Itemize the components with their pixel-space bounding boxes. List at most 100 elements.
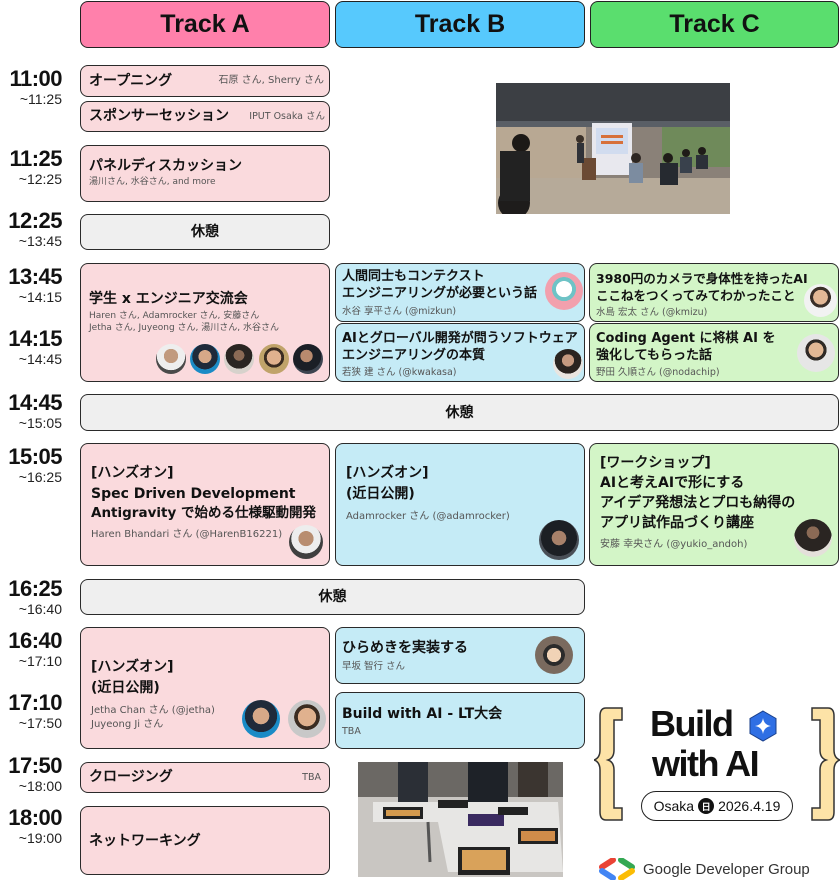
session-hirameki[interactable]: ひらめきを実装する 早坂 智行 さん [335, 627, 585, 684]
time-end: ~13:45 [18, 233, 62, 249]
networking-photo-image [358, 762, 563, 877]
time-start: 17:50 [8, 753, 62, 778]
session-speakers: IPUT Osaka さん [249, 111, 325, 122]
time-start: 11:00 [9, 66, 62, 91]
time-slot: 16:25~16:40 [0, 578, 62, 618]
speaker-avatar-adamrocker [539, 520, 579, 560]
time-end: ~17:10 [18, 653, 62, 669]
session-speaker-line2: Juyeong Ji さん [91, 719, 164, 730]
day-badge: 日 [698, 798, 715, 814]
session-tag: [ワークショップ] [600, 455, 711, 471]
gemini-sparkle-icon [749, 710, 777, 742]
speaker-avatar-juyeong [288, 700, 326, 738]
session-title-line2: エンジニアリングが必要という話 [342, 286, 538, 301]
session-speaker: 水島 宏太 さん (@kmizu) [596, 307, 708, 318]
speaker-avatar-hayasaka [535, 636, 573, 674]
session-title-line2: ここねをつくってみてわかったこと [596, 288, 796, 303]
time-slot: 14:45~15:05 [0, 392, 62, 432]
session-title: スポンサーセッション [89, 108, 229, 124]
session-handson-jetha-juyeong[interactable]: [ハンズオン] (近日公開) Jetha Chan さん (@jetha) Ju… [80, 627, 330, 749]
curly-brace-icon [594, 707, 840, 821]
time-end: ~19:00 [18, 830, 62, 846]
session-speaker: 若狭 建 さん (@kwakasa) [342, 367, 457, 378]
time-start: 16:25 [8, 576, 62, 601]
time-slot: 11:25~12:25 [0, 148, 62, 188]
logo-line2: with AI [652, 743, 760, 784]
time-slot: 16:40~17:10 [0, 630, 62, 670]
session-opening[interactable]: オープニング 石原 さん, Sherry さん [80, 65, 330, 97]
session-handson-adamrocker[interactable]: [ハンズオン] (近日公開) Adamrocker さん (@adamrocke… [335, 443, 585, 566]
session-title: (近日公開) [91, 680, 160, 696]
session-workshop-andoh[interactable]: [ワークショップ] AIと考えAIで形にする アイデア発想法とプロも納得の アプ… [589, 443, 839, 566]
time-slot: 12:25~13:45 [0, 210, 62, 250]
session-title: Build with AI - LT大会 [342, 706, 503, 722]
track-b-label: Track B [414, 10, 506, 38]
session-tag: [ハンズオン] [91, 659, 174, 675]
time-end: ~15:05 [18, 415, 62, 431]
session-title: オープニング [89, 73, 173, 89]
session-tag: [ハンズオン] [346, 465, 429, 481]
break-1: 休憩 [80, 214, 330, 250]
session-title-line3: アプリ試作品づくり講座 [600, 515, 754, 531]
break-label: 休憩 [445, 404, 474, 421]
session-speaker: Haren Bhandari さん (@HarenB16221) [91, 529, 283, 540]
time-end: ~16:25 [18, 469, 62, 485]
session-closing[interactable]: クロージング TBA [80, 762, 330, 793]
event-city: Osaka [653, 798, 695, 814]
break-3: 休憩 [80, 579, 585, 615]
venue-photo [496, 83, 730, 214]
time-start: 11:25 [9, 146, 62, 171]
session-speakers-line1: Haren さん, Adamrocker さん, 安藤さん [89, 311, 260, 321]
speaker-avatar-andoh [224, 344, 254, 374]
gdg-logo-icon [599, 858, 635, 880]
logo-line1: Build [650, 703, 734, 744]
time-end: ~17:50 [18, 715, 62, 731]
session-networking[interactable]: ネットワーキング [80, 806, 330, 875]
time-end: ~14:15 [18, 289, 62, 305]
session-context-engineering[interactable]: 人間同士もコンテクスト エンジニアリングが必要という話 水谷 享平さん (@mi… [335, 263, 585, 322]
session-speaker: TBA [342, 726, 361, 737]
time-slot: 11:00~11:25 [0, 68, 62, 108]
session-speakers-line2: Jetha さん, Juyeong さん, 湯川さん, 水谷さん [89, 323, 279, 333]
break-label: 休憩 [318, 589, 347, 605]
time-start: 17:10 [8, 690, 62, 715]
event-logo: Build with AI Osaka 日 2026.4.19 [594, 700, 840, 830]
session-title: パネルディスカッション [89, 158, 243, 174]
session-tag: [ハンズオン] [91, 465, 174, 481]
time-end: ~14:45 [18, 351, 62, 367]
session-lt[interactable]: Build with AI - LT大会 TBA [335, 692, 585, 749]
session-spec-driven-handson[interactable]: [ハンズオン] Spec Driven Development Antigrav… [80, 443, 330, 566]
event-date-pill: Osaka 日 2026.4.19 [641, 791, 793, 821]
break-2: 休憩 [80, 394, 839, 431]
gdg-brand: Google Developer Group [599, 856, 810, 882]
speaker-avatar-nodachip [797, 334, 835, 372]
time-end: ~12:25 [18, 171, 62, 187]
speaker-avatar-jetha [242, 700, 280, 738]
session-shogi-ai[interactable]: Coding Agent に将棋 AI を 強化してもらった話 野田 久順さん … [589, 323, 839, 382]
time-slot: 15:05~16:25 [0, 446, 62, 486]
event-date: 2026.4.19 [718, 798, 781, 814]
session-speakers: 石原 さん, Sherry さん [218, 75, 324, 86]
session-title-line1: Spec Driven Development [91, 486, 296, 502]
session-panel[interactable]: パネルディスカッション 湯川さん, 水谷さん, and more [80, 145, 330, 202]
session-speaker: Adamrocker さん (@adamrocker) [346, 511, 510, 522]
session-speaker: 早坂 智行 さん [342, 661, 406, 672]
session-title-line2: エンジニアリングの本質 [342, 348, 486, 363]
session-speaker: 安藤 幸央さん (@yukio_andoh) [600, 539, 748, 550]
time-slot: 17:50~18:00 [0, 755, 62, 795]
time-start: 14:15 [8, 326, 62, 351]
session-ai-global-dev[interactable]: AIとグローバル開発が問うソフトウェア エンジニアリングの本質 若狭 建 さん … [335, 323, 585, 382]
session-title-line1: AIと考えAIで形にする [600, 475, 745, 491]
session-speaker-line1: Jetha Chan さん (@jetha) [91, 705, 215, 716]
track-b-header: Track B [335, 1, 585, 48]
session-sponsor[interactable]: スポンサーセッション IPUT Osaka さん [80, 101, 330, 132]
time-start: 13:45 [8, 264, 62, 289]
session-exchange[interactable]: 学生 x エンジニア交流会 Haren さん, Adamrocker さん, 安… [80, 263, 330, 382]
session-title: ネットワーキング [89, 833, 201, 849]
speaker-avatar-andoh [794, 519, 832, 557]
session-title-line1: AIとグローバル開発が問うソフトウェア [342, 331, 578, 346]
session-camera-ai[interactable]: 3980円のカメラで身体性を持ったAI ここねをつくってみてわかったこと 水島 … [589, 263, 839, 322]
speaker-avatar-kmizu [804, 284, 837, 317]
session-speaker: 水谷 享平さん (@mizkun) [342, 306, 457, 317]
time-slot: 14:15~14:45 [0, 328, 62, 368]
